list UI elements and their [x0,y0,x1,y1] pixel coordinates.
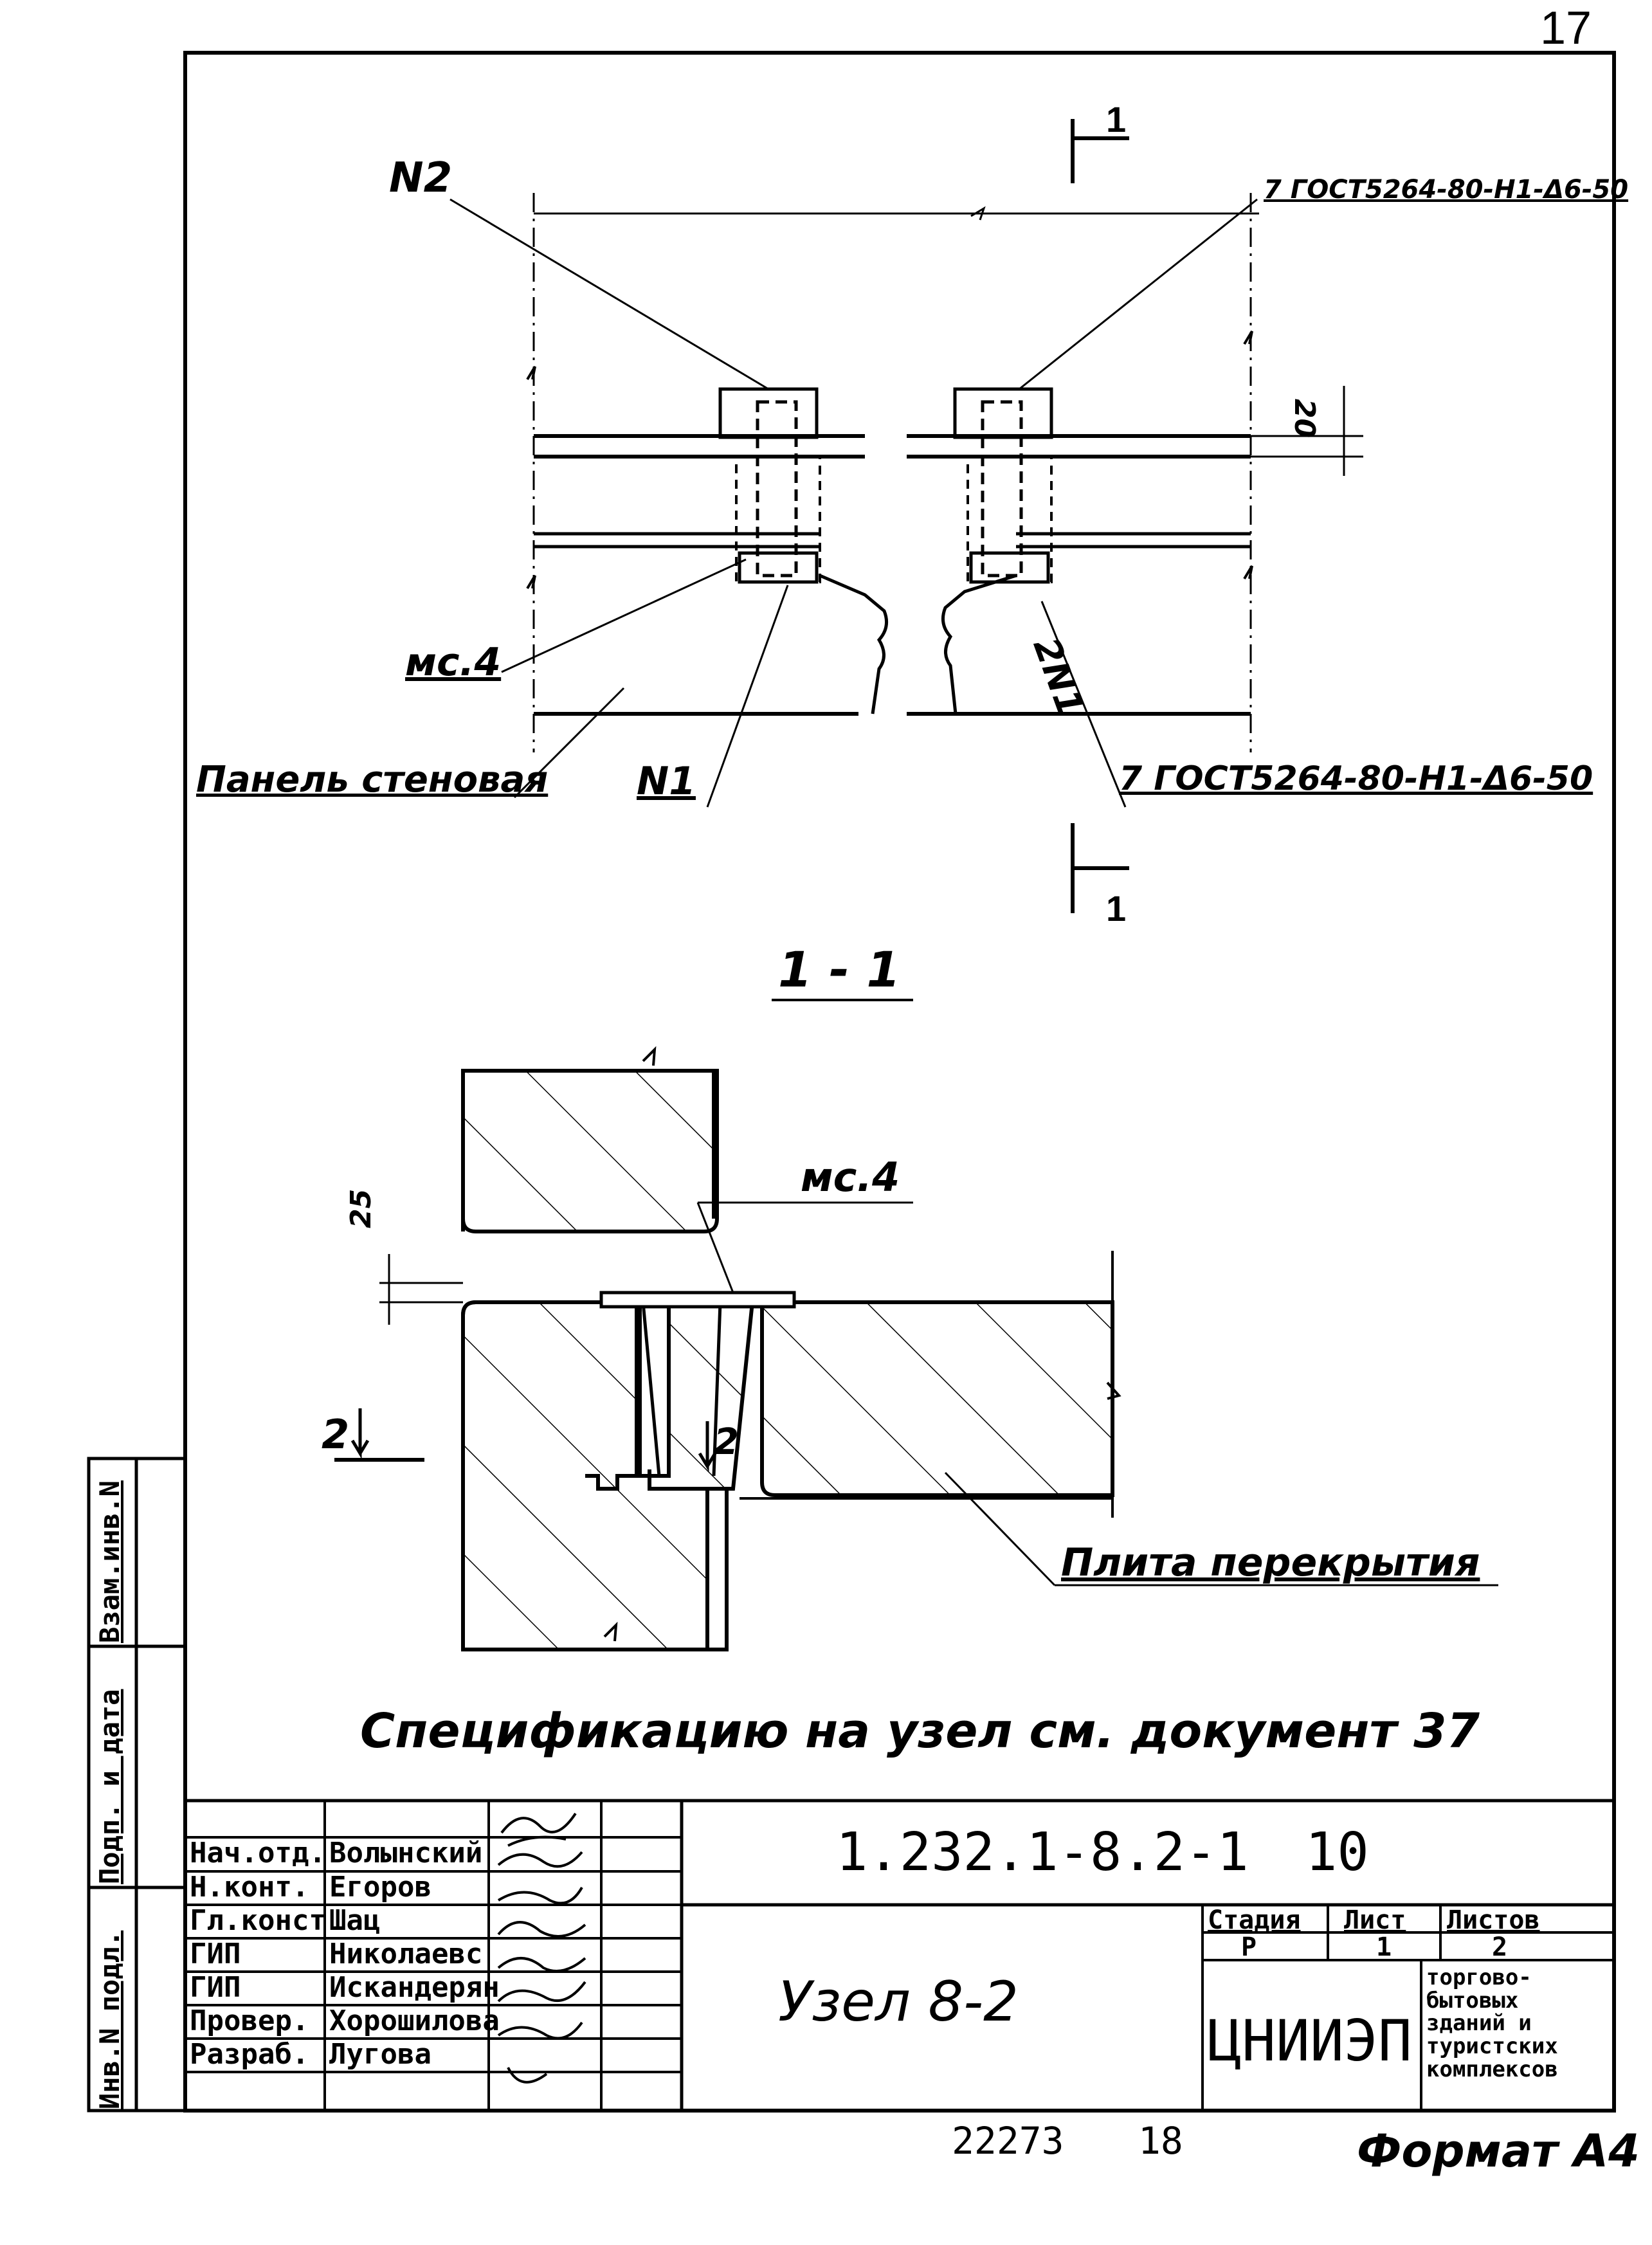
label-section-2-right: 2 [714,1421,739,1463]
label-section-2-left: 2 [322,1411,350,1458]
sheets-value: 2 [1492,1932,1508,1962]
label-gost-bottom: 7 ГОСТ5264-80-Н1-Δ6-50 [1119,759,1593,798]
side-stamp-replace: Взам.инв.N [94,1480,125,1643]
row-role: Нач.отд. [190,1837,326,1869]
sheet-frame [183,51,1616,2113]
row-role: Гл.конст [190,1904,326,1937]
row-name: Егоров [329,1871,431,1904]
row-name: Николаевс [329,1938,483,1970]
label-slab: Плита перекрытия [1061,1540,1480,1585]
org-dept-line: торгово- [1426,1965,1532,1990]
org-dept-line: туристских [1426,2033,1558,2060]
title-block-grid [185,1801,1614,2111]
row-role: Провер. [190,2004,309,2037]
footer-number-2: 18 [1138,2119,1183,2163]
label-dim-25: 25 [345,1188,377,1228]
doc-code: 1.232.1-8.2-1 [836,1822,1249,1883]
label-dim-20: 20 [1288,399,1321,439]
drawing-title: Узел 8-2 [778,1970,1019,2034]
sheet-value: 1 [1376,1932,1392,1962]
signatures [497,1812,586,2084]
row-name: Лугова [329,2038,431,2071]
row-role: ГИП [190,1938,241,1970]
specification-note: Спецификацию на узел см. документ 37 [360,1704,1480,1759]
stage-value: Р [1241,1932,1257,1962]
section-view [334,999,1498,1651]
side-stamp-inv: Инв.N подл. [94,1930,125,2109]
section-title: 1 - 1 [778,941,901,998]
section-marker-label-bottom: 1 [1106,888,1127,929]
sheets-header: Листов [1447,1905,1540,1935]
row-role: ГИП [190,1971,241,2004]
org-dept-line: бытовых [1426,1987,1519,2013]
doc-sheet: 10 [1305,1822,1369,1883]
org-name: ЦНИИЭП [1208,2008,1412,2074]
row-name: Волынский [329,1837,483,1869]
org-dept-line: зданий и [1426,2010,1532,2037]
side-stamp-box [87,1457,187,2113]
footer-number-1: 22273 [952,2119,1064,2163]
row-name: Искандерян [329,1971,500,2004]
plan-view [449,119,1363,913]
format-label: Формат А4 [1357,2125,1640,2177]
org-dept-line: комплексов [1426,2056,1558,2082]
label-panel: Панель стеновая [196,759,549,801]
label-mc4-plan: мс.4 [405,640,502,685]
page-number: 17 [1540,3,1592,54]
sheet-header: Лист [1344,1905,1406,1935]
stage-header: Стадия [1208,1905,1301,1935]
label-n1: N1 [637,759,696,804]
section-marker-label: 1 [1106,99,1127,140]
row-role: Разраб. [190,2038,309,2071]
org-dept: торгово- бытовых зданий и туристских ком… [1426,1965,1558,2082]
side-stamp-sign: Подп. и дата [94,1689,125,1884]
row-role: Н.конт. [190,1871,309,1904]
row-name: Хорошилова [329,2004,500,2037]
row-name: Шац [329,1904,381,1937]
label-gost-top: 7 ГОСТ5264-80-Н1-Δ6-50 [1264,175,1629,205]
label-mc4-section: мс.4 [801,1154,900,1201]
label-n2: N2 [389,154,453,202]
